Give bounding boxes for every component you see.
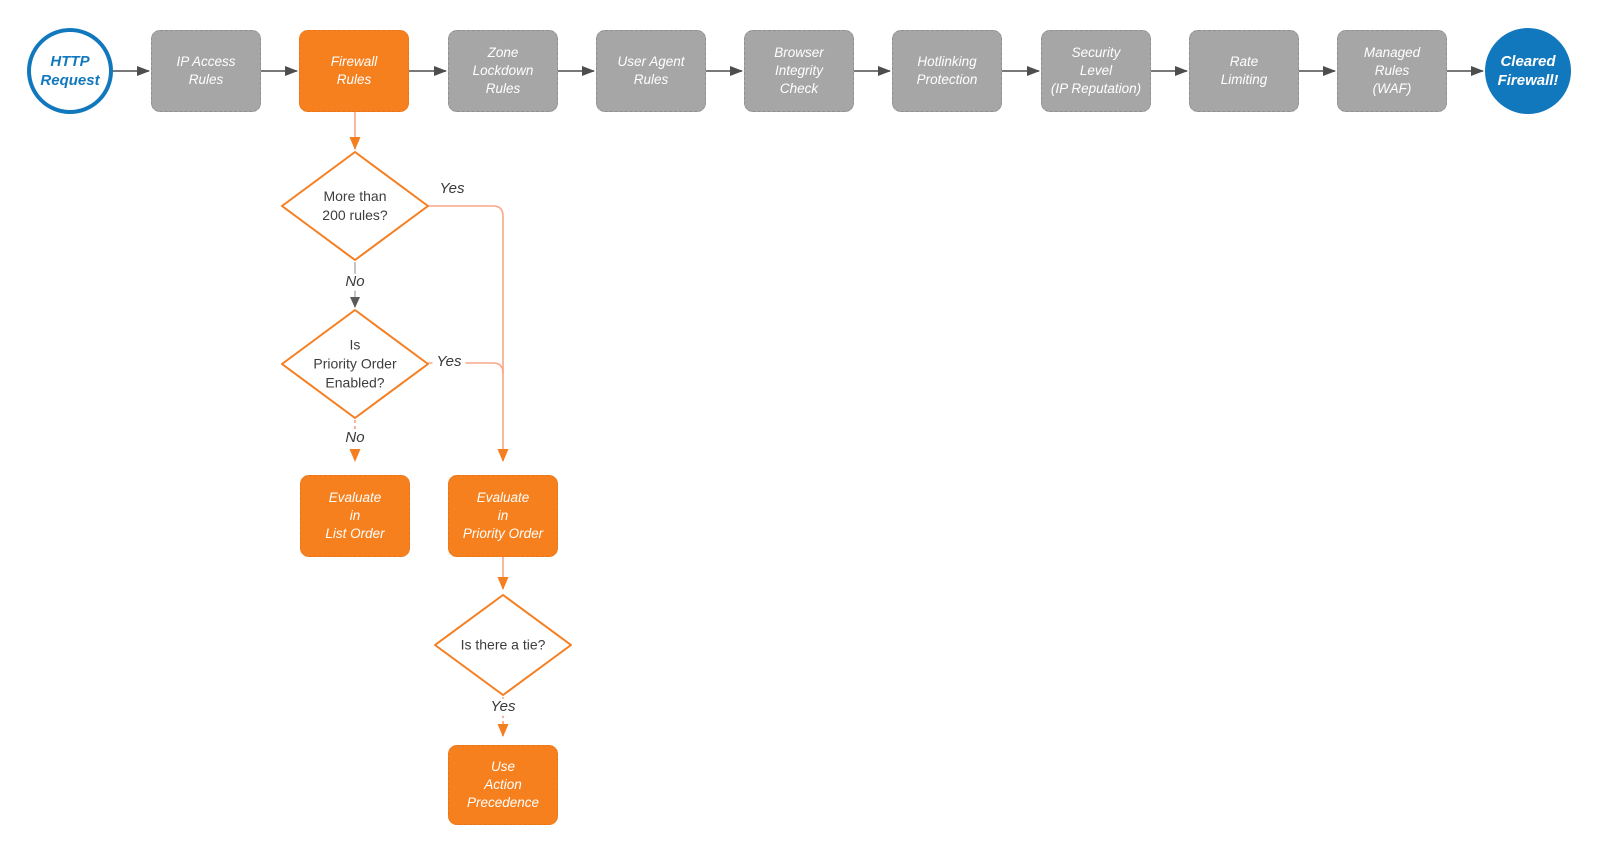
step-label: Rate Limiting xyxy=(1220,54,1268,87)
end-node-label: Cleared Firewall! xyxy=(1497,52,1559,90)
edge-label-decision1-yes: Yes xyxy=(435,180,469,198)
step-label: IP Access Rules xyxy=(176,54,236,87)
step-label: Firewall Rules xyxy=(330,54,378,87)
step-firewall-rules: Firewall Rules xyxy=(299,30,409,112)
action-label: Evaluate in Priority Order xyxy=(462,490,544,541)
end-node-cleared-firewall: Cleared Firewall! xyxy=(1485,28,1571,114)
action-evaluate-in-priority-order: Evaluate in Priority Order xyxy=(448,475,558,557)
action-label: Evaluate in List Order xyxy=(325,490,385,541)
decision-priority-order-enabled xyxy=(281,309,429,419)
step-zone-lockdown-rules: Zone Lockdown Rules xyxy=(448,30,558,112)
decision-priority-order-enabled-label: Is Priority Order Enabled? xyxy=(313,336,397,391)
edge-label-decision1-no: No xyxy=(341,273,369,291)
step-label: Hotlinking Protection xyxy=(916,54,978,87)
start-node-http-request: HTTP Request xyxy=(27,28,113,114)
decision-more-than-200-rules xyxy=(281,151,429,261)
action-use-action-precedence: Use Action Precedence xyxy=(448,745,558,825)
action-label: Use Action Precedence xyxy=(466,759,540,810)
connector-decision2-yes xyxy=(428,362,504,374)
step-managed-rules-waf: Managed Rules (WAF) xyxy=(1337,30,1447,112)
step-rate-limiting: Rate Limiting xyxy=(1189,30,1299,112)
decision-is-there-a-tie xyxy=(434,594,572,696)
edge-label-decision3-yes: Yes xyxy=(486,698,520,716)
connector-decision1-yes xyxy=(428,205,509,462)
step-ip-access-rules: IP Access Rules xyxy=(151,30,261,112)
action-evaluate-in-list-order: Evaluate in List Order xyxy=(300,475,410,557)
step-label: User Agent Rules xyxy=(617,54,685,87)
step-browser-integrity-check: Browser Integrity Check xyxy=(744,30,854,112)
decision-is-there-a-tie-label: Is there a tie? xyxy=(460,636,546,653)
step-user-agent-rules: User Agent Rules xyxy=(596,30,706,112)
step-label: Managed Rules (WAF) xyxy=(1363,45,1421,96)
start-node-label: HTTP Request xyxy=(40,52,100,90)
edge-label-decision2-yes: Yes xyxy=(432,353,466,371)
edge-label-decision2-no: No xyxy=(341,429,369,447)
step-label: Security Level (IP Reputation) xyxy=(1050,45,1142,96)
step-label: Zone Lockdown Rules xyxy=(472,45,534,96)
decision-more-than-200-rules-label: More than 200 rules? xyxy=(322,188,388,223)
step-security-level: Security Level (IP Reputation) xyxy=(1041,30,1151,112)
step-label: Browser Integrity Check xyxy=(774,45,824,96)
step-hotlinking-protection: Hotlinking Protection xyxy=(892,30,1002,112)
